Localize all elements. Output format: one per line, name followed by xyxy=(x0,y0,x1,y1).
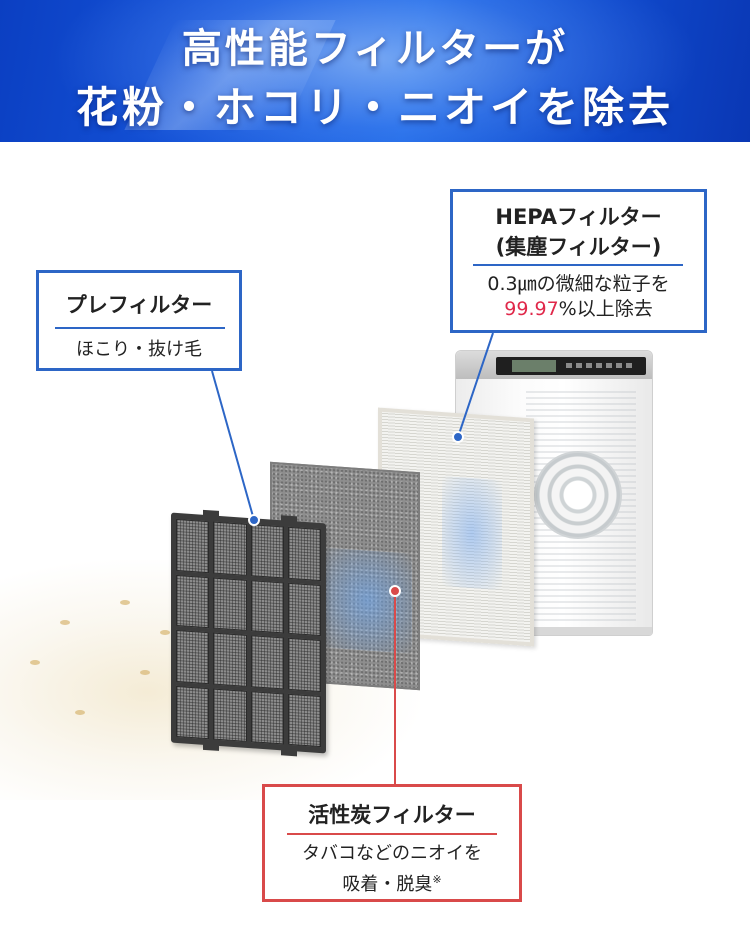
purifier-base xyxy=(456,627,652,635)
pre-leader-line xyxy=(211,370,255,521)
pre-filter-title: プレフィルター xyxy=(65,293,213,317)
fan-icon xyxy=(534,451,622,539)
hepa-desc-rest: %以上除去 xyxy=(558,298,653,320)
carbon-note-mark: ※ xyxy=(432,873,442,886)
pre-filter-rule xyxy=(55,327,225,329)
carbon-filter-callout: 活性炭フィルター タバコなどのニオイを 吸着・脱臭※ xyxy=(262,784,522,902)
hepa-efficiency-value: 99.97 xyxy=(504,298,559,320)
hepa-filter-desc: 0.3㎛の微細な粒子を 99.97%以上除去 xyxy=(453,272,704,322)
headline-line-1: 高性能フィルターが xyxy=(181,25,569,72)
hepa-title-line-2: (集塵フィルター) xyxy=(495,235,662,259)
carbon-desc-line-2-text: 吸着・脱臭 xyxy=(342,874,433,895)
hepa-filter-callout: HEPAフィルター (集塵フィルター) 0.3㎛の微細な粒子を 99.97%以上… xyxy=(450,189,707,333)
hepa-desc-line-1: 0.3㎛の微細な粒子を xyxy=(487,273,670,295)
pre-filter-callout: プレフィルター ほこり・抜け毛 xyxy=(36,270,242,371)
banner-glow xyxy=(50,0,700,142)
headline-line-2: 花粉・ホコリ・ニオイを除去 xyxy=(75,83,674,132)
carbon-desc-line-1: タバコなどのニオイを xyxy=(302,843,482,864)
carbon-filter-title: 活性炭フィルター xyxy=(308,803,476,827)
carbon-filter-rule xyxy=(287,833,497,835)
hepa-title-line-1: HEPAフィルター xyxy=(495,205,662,229)
hepa-filter-title: HEPAフィルター (集塵フィルター) xyxy=(453,202,704,262)
pre-filter-image xyxy=(171,509,326,757)
carbon-desc-line-2: 吸着・脱臭※ xyxy=(265,867,519,898)
purifier-control-panel xyxy=(496,357,646,375)
hepa-desc-line-2: 99.97%以上除去 xyxy=(453,297,704,322)
purifier-top xyxy=(456,351,652,379)
header-banner: 高性能フィルターが 花粉・ホコリ・ニオイを除去 xyxy=(0,0,750,142)
carbon-filter-desc: タバコなどのニオイを 吸着・脱臭※ xyxy=(265,841,519,898)
hepa-filter-rule xyxy=(473,264,683,266)
pre-filter-desc: ほこり・抜け毛 xyxy=(76,339,202,360)
pre-filter-mesh xyxy=(176,518,321,748)
